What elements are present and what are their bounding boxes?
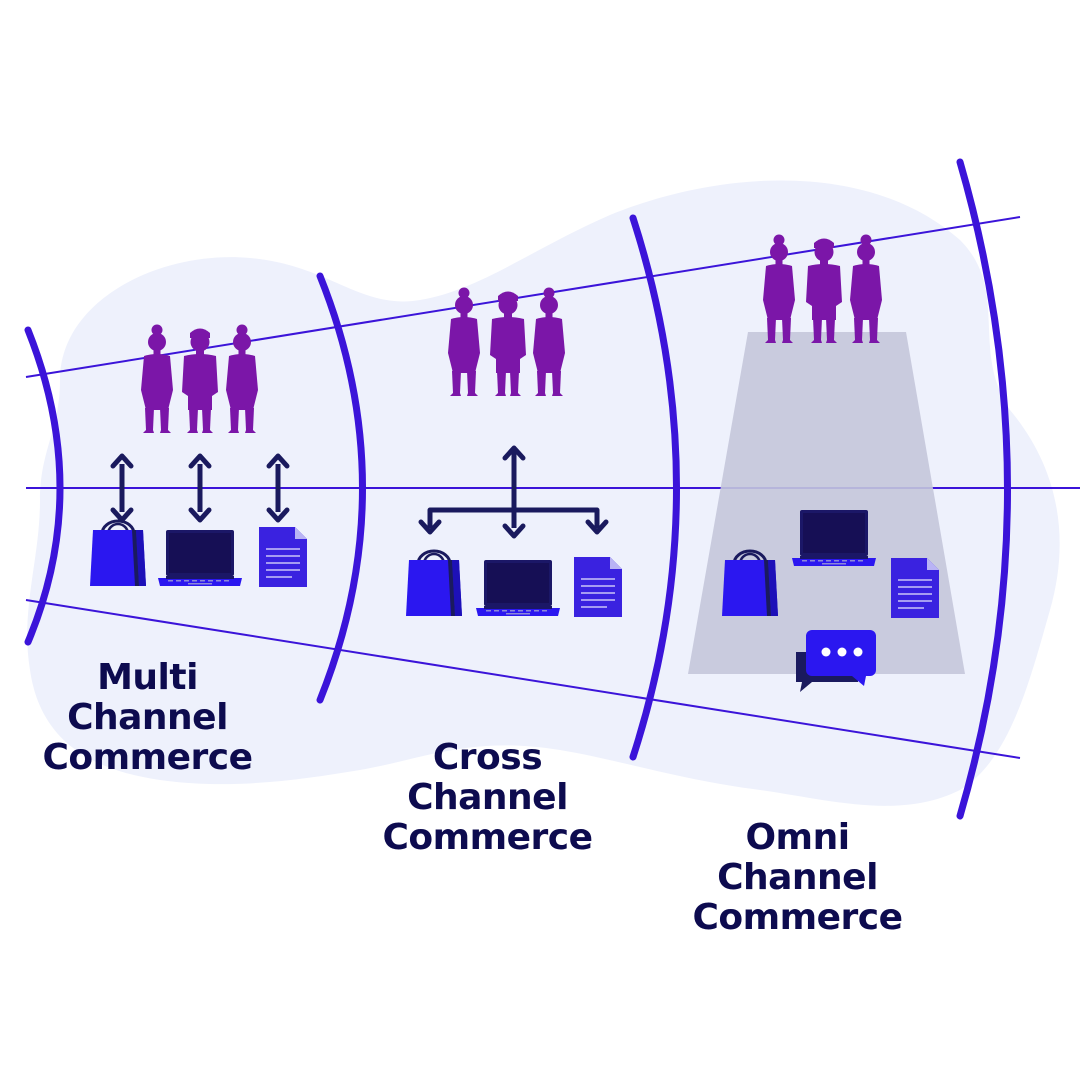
omni-section: [720, 234, 940, 692]
shopping-bag-icon: [720, 549, 780, 618]
cross-channel-icons: [404, 549, 623, 618]
top-guide-line: [25, 216, 1021, 378]
label-line: Commerce: [42, 737, 253, 778]
arc-1: [24, 326, 64, 646]
branch-arrow-icon: [421, 445, 606, 539]
label-line: Channel: [717, 857, 878, 898]
arc-3: [629, 214, 680, 761]
cross-section: [404, 287, 623, 618]
omni-channel-label: Omni Channel Commerce: [670, 818, 925, 938]
cross-channel-label: Cross Channel Commerce: [360, 738, 615, 858]
label-line: Cross: [432, 737, 543, 778]
label-line: Channel: [407, 777, 568, 818]
arc-2: [316, 272, 366, 704]
label-line: Channel: [67, 697, 228, 738]
document-icon: [258, 526, 308, 588]
section-arcs: [24, 158, 1011, 820]
arc-4: [956, 158, 1011, 820]
document-icon: [573, 556, 623, 618]
label-line: Omni: [745, 817, 850, 858]
laptop-icon: [792, 510, 876, 566]
laptop-icon: [476, 560, 560, 616]
document-icon: [890, 557, 940, 619]
omni-channel-icons: [720, 510, 940, 692]
multi-channel-icons: [88, 519, 308, 588]
multi-channel-label: Multi Channel Commerce: [20, 658, 275, 778]
label-line: Commerce: [692, 897, 903, 938]
bottom-guide-line: [25, 599, 1021, 759]
chat-bubble-icon: [796, 630, 876, 692]
label-line: Multi: [97, 657, 198, 698]
laptop-icon: [158, 530, 242, 586]
shopping-bag-icon: [88, 519, 148, 588]
shopping-bag-icon: [404, 549, 464, 618]
label-line: Commerce: [382, 817, 593, 858]
